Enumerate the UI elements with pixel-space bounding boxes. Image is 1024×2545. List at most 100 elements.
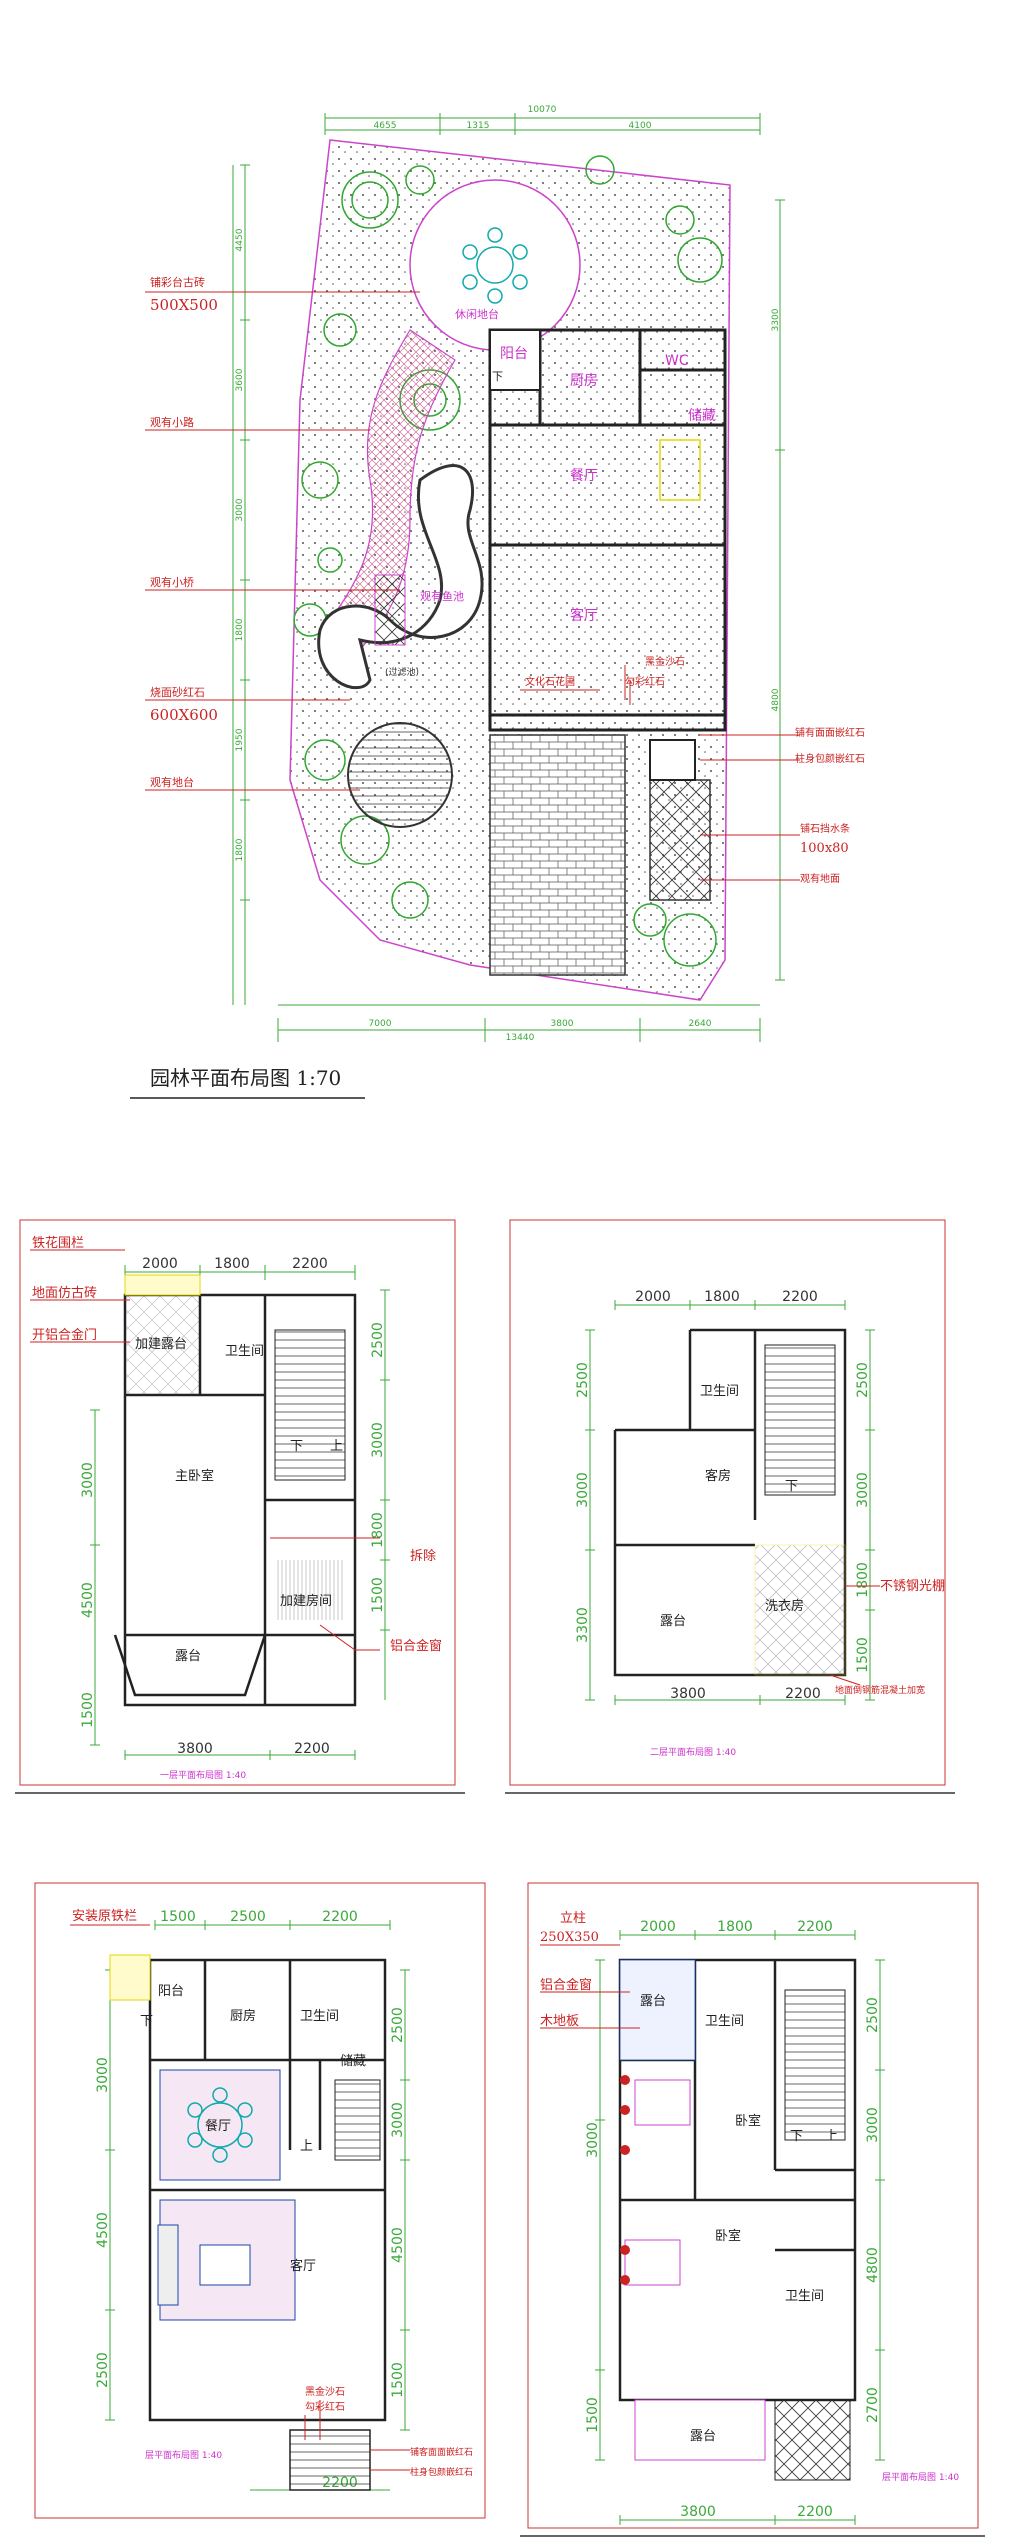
p2-dr1: 2500 <box>855 1362 871 1398</box>
plan-first-floor: 2000 1800 2200 3000 4500 1500 2500 3000 … <box>15 1219 465 1794</box>
callout-l5: 烧面砂红石 <box>150 686 205 699</box>
p2-room-deck: 露台 <box>660 1614 686 1629</box>
p4-db1: 3800 <box>680 2504 716 2520</box>
p1-room-down: 下 <box>290 1439 303 1454</box>
p1-room-master: 主卧室 <box>175 1468 214 1484</box>
plan3-room-labels: 阳台 厨房 卫生间 储藏 餐厅 客厅 下 上 <box>140 1984 366 2274</box>
p2-room-guest: 客房 <box>705 1468 731 1484</box>
p2-dr4: 1500 <box>855 1637 871 1673</box>
dim-left-4: 1800 <box>235 618 245 641</box>
dim-top-1: 4655 <box>374 121 397 131</box>
p2-c1: 不锈钢光棚 <box>880 1579 945 1594</box>
plan2-frame <box>509 1219 946 1786</box>
p3-c3: 勾彩红石 <box>305 2400 345 2413</box>
p4-dt2: 1800 <box>717 1919 753 1935</box>
p4-room-bed1: 卧室 <box>735 2113 761 2129</box>
p3-c5: 柱身包颜嵌红石 <box>410 2466 473 2478</box>
dim-bottom-2: 3800 <box>551 1019 574 1029</box>
plan3-coffee-table <box>199 2244 251 2286</box>
p1-c1: 铁花围栏 <box>32 1235 84 1251</box>
fish-pond <box>317 464 484 690</box>
p2-c2: 地面倒钢筋混凝土加宽 <box>835 1684 925 1696</box>
plan4-floor <box>619 1959 696 2061</box>
callout-r3: 文化石花圃 <box>525 675 575 688</box>
p3-dt2: 2500 <box>230 1909 266 1925</box>
p3-dl1: 3000 <box>95 2057 111 2093</box>
p2-dr3: 1800 <box>855 1562 871 1598</box>
callout-r2: 勾彩红石 <box>625 675 665 688</box>
p3-dr1: 2500 <box>390 2007 406 2043</box>
garden-bridge <box>374 574 406 646</box>
garden-right-callout-text: 黑金沙石 勾彩红石 文化石花圃 铺有面面嵌红石 柱身包颜嵌红石 铺石挡水条 10… <box>525 655 865 885</box>
plan3-sofa <box>157 2224 179 2306</box>
p3-c2: 黑金沙石 <box>305 2385 345 2398</box>
plan1-added-room <box>275 1560 345 1620</box>
plan3-callouts: 安装原铁栏 黑金沙石 勾彩红石 铺客面面嵌红石 柱身包颜嵌红石 <box>72 1909 473 2478</box>
round-table-set <box>462 227 528 304</box>
plan3-dining-set <box>187 2087 253 2163</box>
dim-bottom-3: 2640 <box>689 1019 712 1029</box>
p1-c2: 地面仿古砖 <box>32 1286 97 1301</box>
garden-title: 园林平面布局图 1:70 <box>150 1066 341 1090</box>
p1-room-added: 加建房间 <box>280 1593 332 1609</box>
p3-room-dining: 餐厅 <box>205 2118 231 2134</box>
p3-c1: 安装原铁栏 <box>72 1909 137 1924</box>
callout-l2: 500X500 <box>150 296 218 314</box>
garden-left-callouts <box>145 291 420 791</box>
dim-bottom-total: 13440 <box>506 1033 535 1043</box>
plan-bedroom-floor: 2000 1800 2200 3000 1500 2500 3000 4800 … <box>520 1882 985 2537</box>
callout-l1: 铺彩台古砖 <box>150 275 205 289</box>
plan4-bed-1 <box>634 2079 691 2126</box>
p4-db2: 2200 <box>797 2504 833 2520</box>
label-leisure: 休闲地台 <box>455 307 499 321</box>
p2-room-wc: 卫生间 <box>700 1384 739 1399</box>
p1-c4: 拆除 <box>410 1549 436 1564</box>
plan4-caption: 层平面布局图 1:40 <box>882 2471 959 2483</box>
callout-l3: 观有小路 <box>150 415 194 429</box>
p2-dt1: 2000 <box>635 1289 671 1305</box>
plan3-frame <box>34 1882 486 2519</box>
p3-room-up: 上 <box>300 2139 313 2154</box>
plan1-room-labels: 加建露台 卫生间 主卧室 加建房间 露台 下 上 <box>135 1337 343 1664</box>
p4-c4: 木地板 <box>540 2014 579 2029</box>
p4-room-deck: 露台 <box>690 2429 716 2444</box>
p1-room-wc: 卫生间 <box>225 1344 264 1359</box>
dim-left-2: 3600 <box>235 368 245 391</box>
plan1-terrace-tiles <box>125 1295 200 1395</box>
round-platform <box>347 722 453 828</box>
label-wc: WC <box>665 353 689 369</box>
garden-plants <box>293 155 723 967</box>
p1-c3: 开铝合金门 <box>32 1327 97 1343</box>
p4-room-bed2: 卧室 <box>715 2228 741 2244</box>
plan4-callout-lines <box>540 1944 640 2029</box>
p3-room-kitchen: 厨房 <box>230 2008 256 2024</box>
callout-r1: 黑金沙石 <box>645 655 685 668</box>
p3-room-balcony: 阳台 <box>158 1984 184 1999</box>
p2-db1: 3800 <box>670 1686 706 1702</box>
p3-dr3: 4500 <box>390 2227 406 2263</box>
garden-right-callouts <box>520 665 800 881</box>
dim-right-1: 3300 <box>771 308 781 331</box>
callout-r7: 100x80 <box>800 841 849 856</box>
p1-dl1: 3000 <box>80 1462 96 1498</box>
plan1-callout-lines <box>30 1249 380 1651</box>
p3-dt1: 1500 <box>160 1909 196 1925</box>
p1-dt2: 1800 <box>214 1256 250 1272</box>
leisure-deck <box>409 179 581 351</box>
plan4-bottom-terrace <box>634 2399 766 2461</box>
garden-left-callout-text: 铺彩台古砖 500X500 观有小路 观有小桥 烧面砂红石 600X600 观有… <box>150 275 218 789</box>
p1-dr3: 1800 <box>370 1512 386 1548</box>
callout-r5: 柱身包颜嵌红石 <box>795 752 865 765</box>
p4-dl2: 1500 <box>585 2397 601 2433</box>
plan4-skylight <box>774 2399 851 2481</box>
p2-room-down: 下 <box>785 1479 798 1494</box>
p1-dl2: 4500 <box>80 1582 96 1618</box>
p4-dr3: 4800 <box>865 2247 881 2283</box>
callout-r8: 观有地面 <box>800 872 840 885</box>
plan2-stairs <box>764 1344 836 1496</box>
plan1-dims <box>90 1265 390 1760</box>
plan4-stairs <box>784 1989 846 2141</box>
brick-terrace <box>489 734 626 976</box>
callout-l4: 观有小桥 <box>150 575 194 589</box>
p4-c3: 铝合金窗 <box>540 1977 592 1993</box>
